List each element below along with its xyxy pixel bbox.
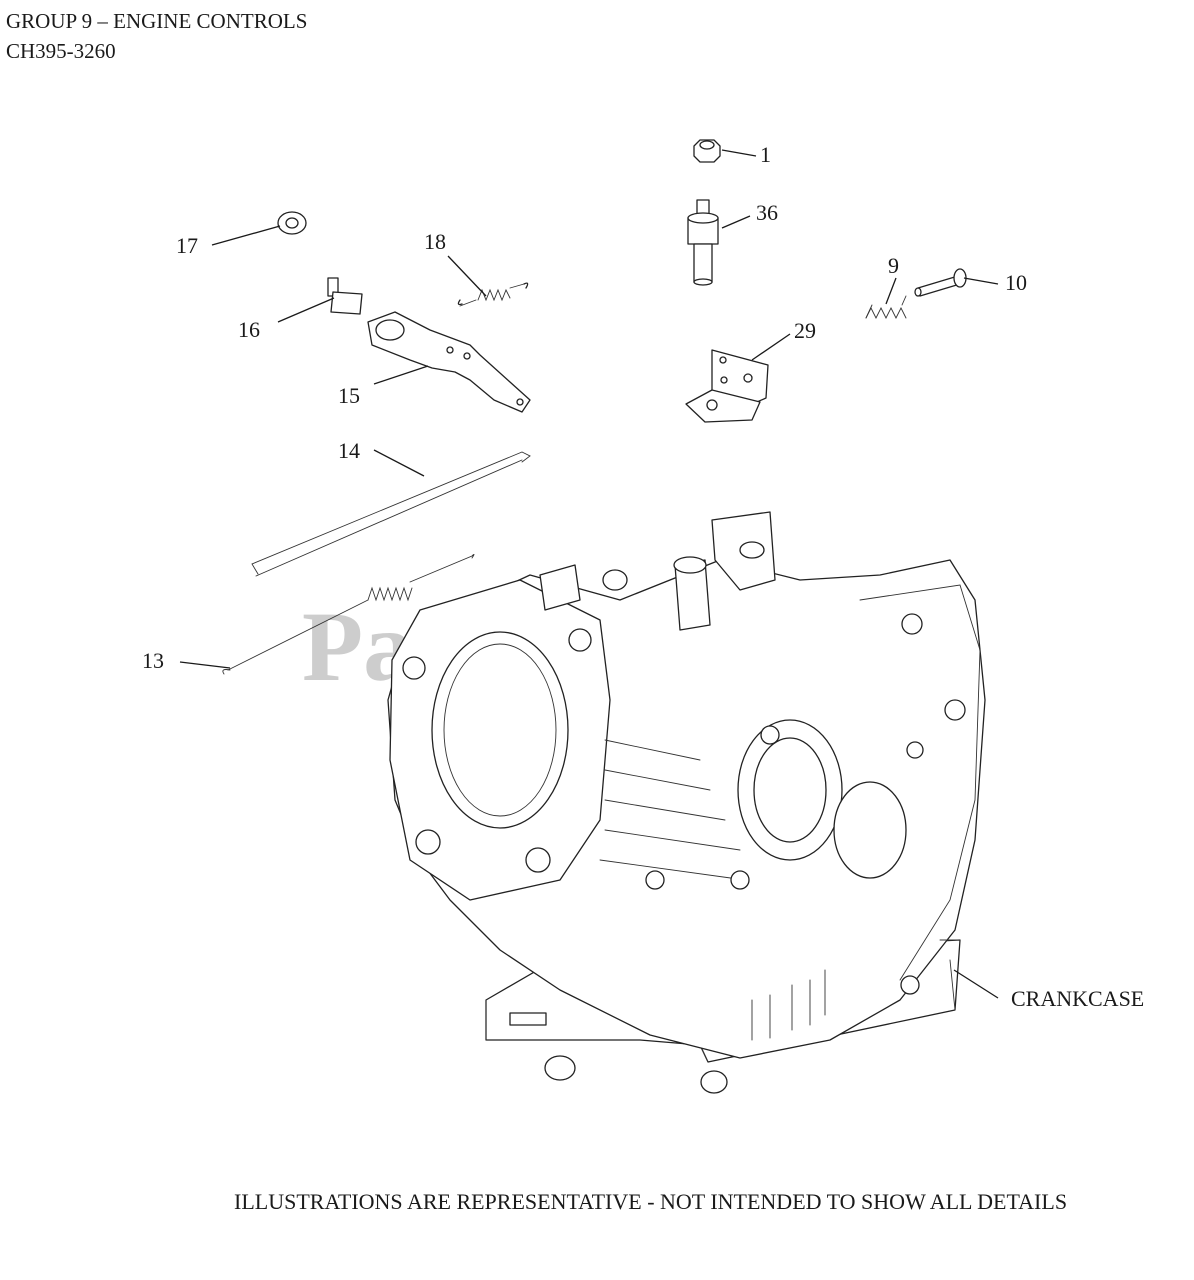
callout-18: 18 bbox=[424, 229, 446, 254]
callout-10: 10 bbox=[1005, 270, 1027, 295]
part-10-bolt bbox=[914, 268, 967, 297]
part-36-shaft bbox=[687, 199, 719, 286]
part-1-nut bbox=[693, 139, 721, 163]
callout-17: 17 bbox=[176, 233, 198, 258]
callout-15: 15 bbox=[338, 383, 360, 408]
crankcase-drawing bbox=[387, 511, 986, 1094]
callout-1: 1 bbox=[760, 142, 771, 167]
callout-14: 14 bbox=[338, 438, 360, 463]
callout-36: 36 bbox=[756, 200, 778, 225]
part-18-spring bbox=[457, 282, 529, 307]
callout-16: 16 bbox=[238, 317, 260, 342]
leader-lines bbox=[179, 149, 999, 999]
crankcase-label: CRANKCASE bbox=[1011, 986, 1144, 1011]
disclaimer-footer: ILLUSTRATIONS ARE REPRESENTATIVE - NOT I… bbox=[234, 1189, 1068, 1214]
callout-13: 13 bbox=[142, 648, 164, 673]
part-16-bolt bbox=[327, 277, 363, 315]
part-29-bracket bbox=[685, 349, 769, 423]
part-15-lever bbox=[367, 311, 531, 413]
callout-9: 9 bbox=[888, 253, 899, 278]
diagram-title: GROUP 9 – ENGINE CONTROLS bbox=[6, 9, 308, 33]
part-17-nut bbox=[277, 211, 307, 235]
part-13-spring-link bbox=[222, 553, 475, 675]
part-14-rod bbox=[251, 451, 531, 577]
model-number: CH395-3260 bbox=[6, 39, 116, 63]
part-9-spring bbox=[865, 295, 907, 320]
callout-29: 29 bbox=[794, 318, 816, 343]
